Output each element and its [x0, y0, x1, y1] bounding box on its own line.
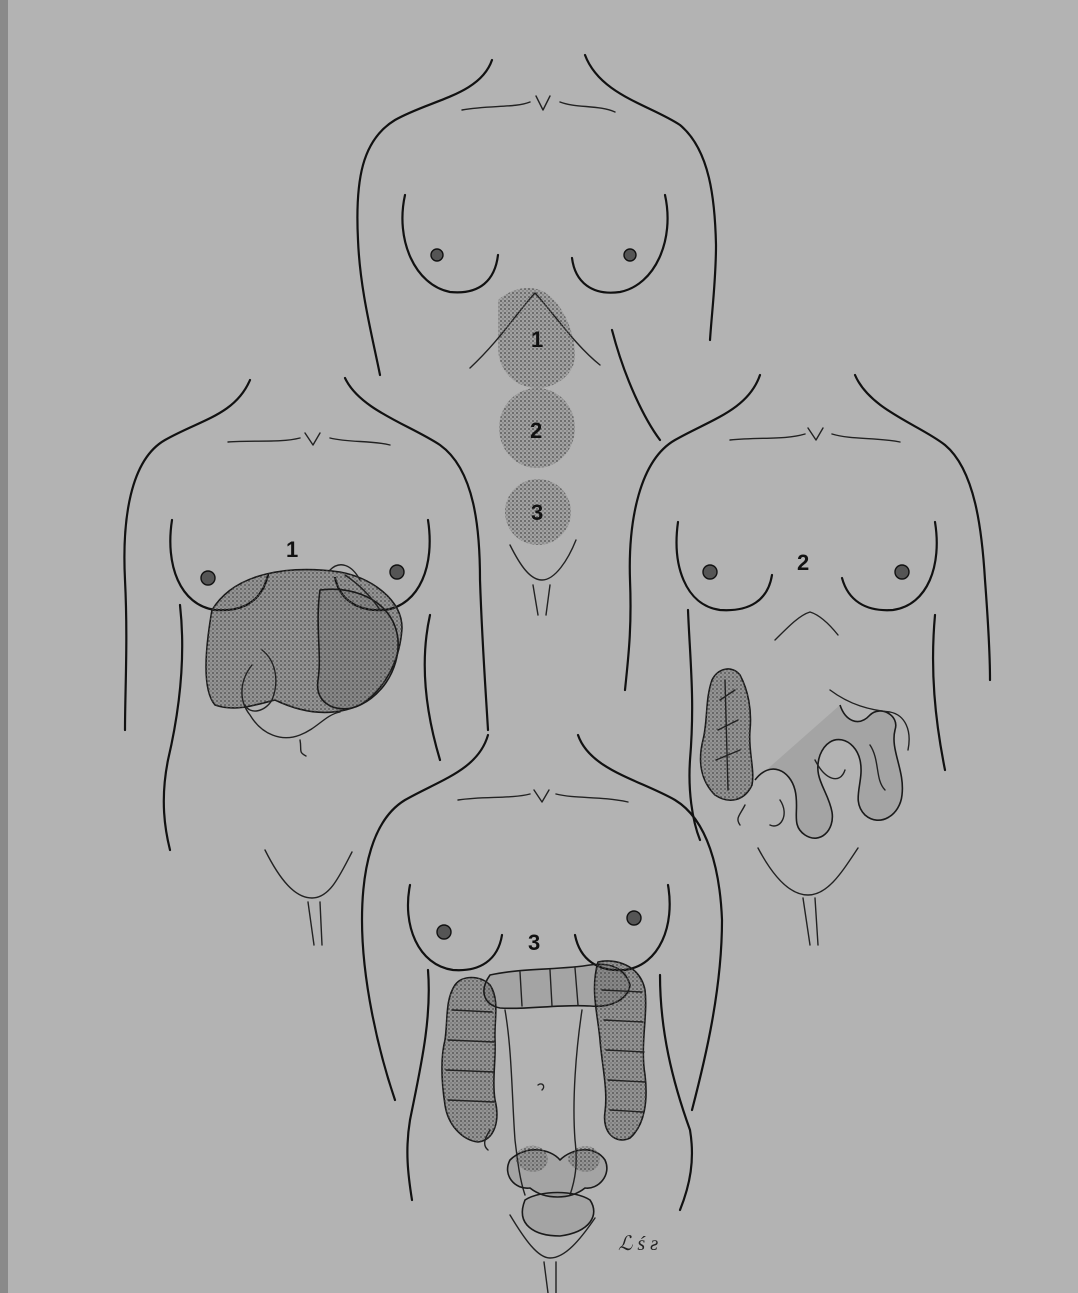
torso-left-nipple-left: [201, 571, 215, 585]
bladder-organ: [522, 1193, 593, 1237]
panel-right-label: 2: [797, 550, 809, 575]
torso-bottom-nipple-left: [437, 925, 451, 939]
torso-top-groin: [510, 540, 576, 580]
torso-right-breast-left: [677, 522, 772, 610]
torso-bottom-waist-right: [660, 975, 692, 1210]
region-1-label: 1: [531, 327, 543, 352]
torso-bottom-waist-left: [407, 970, 428, 1200]
torso-right-breast-right: [842, 522, 937, 610]
appendix: [738, 805, 745, 825]
torso-right-outline-left: [625, 375, 760, 690]
torso-right-nipple-right: [895, 565, 909, 579]
upper-abdominal-organs: [206, 565, 402, 756]
torso-left-groin: [265, 850, 352, 898]
torso-top-groin-lines: [533, 585, 550, 615]
region-3-label: 3: [531, 500, 543, 525]
torso-left-neck-notch: [305, 433, 320, 445]
torso-top-nipple-left: [431, 249, 443, 261]
torso-top-waist-right: [612, 330, 660, 440]
torso-right-groin-lines: [803, 898, 818, 945]
torso-right-waist-left: [688, 610, 700, 840]
torso-top-neck-notch: [536, 96, 550, 110]
torso-right-outline-right: [855, 375, 990, 680]
torso-bottom-breast-right: [575, 885, 670, 970]
torso-bottom-outline-right: [578, 735, 722, 1110]
pelvic-organs: [442, 961, 646, 1236]
torso-bottom-neck-notch: [534, 790, 549, 802]
torso-right-waist-right: [933, 615, 945, 770]
torso-top-clavicle: [462, 102, 615, 112]
torso-left-groin-lines: [308, 902, 322, 945]
umbilicus-mark-bottom: [538, 1084, 544, 1090]
torso-left-waist-right: [425, 615, 440, 760]
torso-right-rib-margin: [775, 612, 838, 640]
torso-bottom-nipple-right: [627, 911, 641, 925]
torso-right: 2: [625, 375, 990, 945]
torso-right-neck-notch: [808, 428, 823, 440]
abdominal-regions: 1 2 3: [498, 288, 575, 545]
umbilicus-mark: [300, 740, 306, 756]
torso-left-nipple-right: [390, 565, 404, 579]
intestine-organs: [701, 669, 910, 838]
torso-left-waist-left: [164, 605, 182, 850]
torso-right-nipple-left: [703, 565, 717, 579]
torso-left: 1: [124, 378, 488, 945]
torso-bottom-breast-left: [408, 885, 502, 970]
torso-bottom-groin-lines: [544, 1262, 556, 1293]
region-2-label: 2: [530, 418, 542, 443]
torso-top-nipple-right: [624, 249, 636, 261]
torso-top-breast-left: [402, 195, 498, 292]
panel-bottom-label: 3: [528, 930, 540, 955]
small-intestine-loops: [755, 705, 902, 838]
torso-bottom: 3 ℒ ś ƨ: [362, 735, 722, 1293]
artist-signature: ℒ ś ƨ: [618, 1233, 658, 1255]
torso-right-groin: [758, 848, 858, 895]
torso-top-left-outline: [357, 60, 492, 375]
panel-left-label: 1: [286, 537, 298, 562]
torso-top-breast-right: [572, 195, 668, 293]
torso-top-right-outline: [585, 55, 716, 340]
